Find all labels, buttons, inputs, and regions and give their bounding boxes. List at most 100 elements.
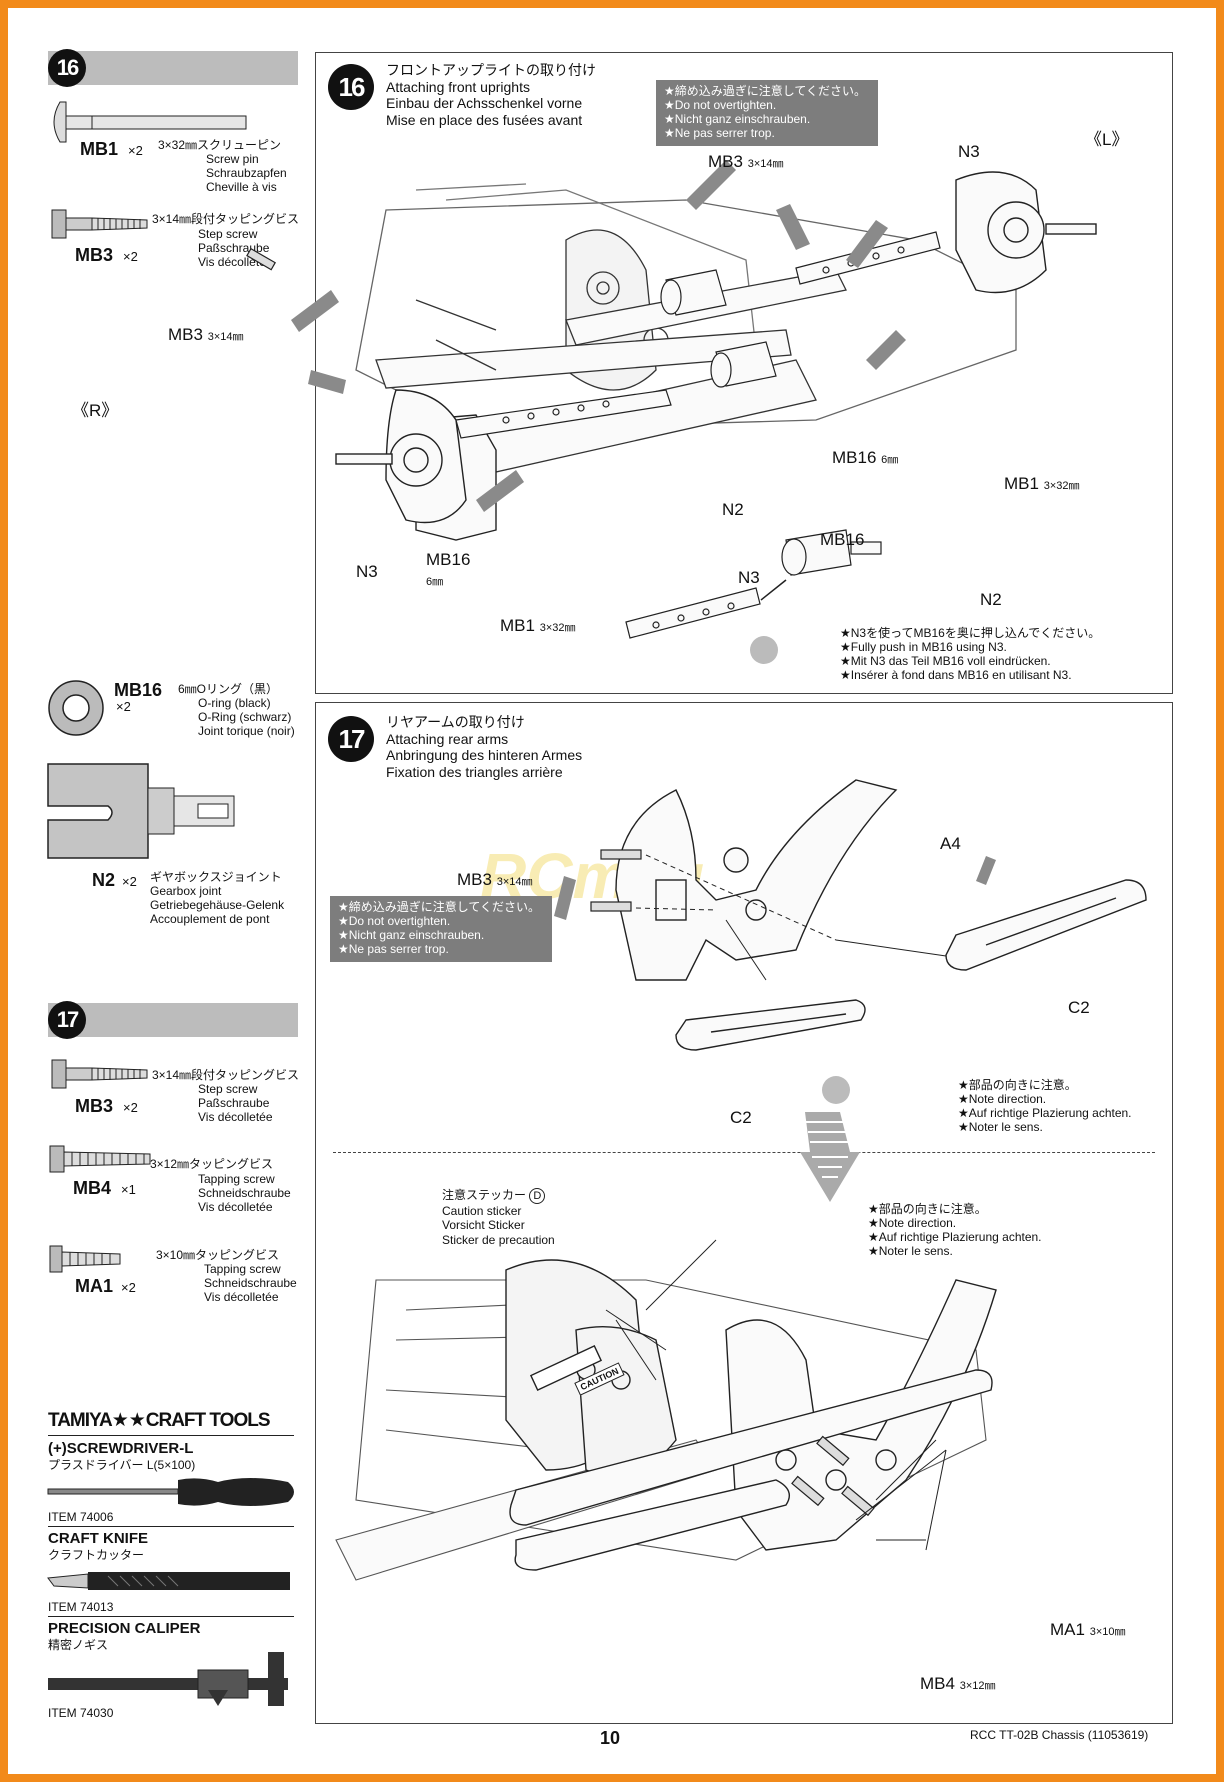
tool-item: ITEM 74006 [48,1510,114,1524]
part-fr: Cheville à vis [206,180,277,194]
step-16-warning: ★締め込み過ぎに注意してください。★Do not overtighten.★Ni… [656,80,878,146]
part-code: MB3 [75,245,114,265]
step-screw-icon [51,1059,148,1089]
label-mb16: MB16 [820,530,865,549]
part-fr: Vis décolletée [198,1200,273,1214]
label-mb16: MB16 6㎜ [832,448,899,467]
model-name: RCC TT-02B Chassis (11053619) [970,1728,1149,1742]
part-qty: ×2 [122,874,137,889]
down-arrow-icon [800,1112,860,1202]
step-17-illustration-bottom [335,1239,997,1581]
tool-name: PRECISION CALIPER [48,1620,201,1637]
part-en: Gearbox joint [150,884,222,898]
part-de: Getriebegehäuse-Gelenk [150,898,285,912]
part-de: Paßschraube [198,1096,270,1110]
label-ma1: MA1 3×10㎜ [1050,1620,1126,1639]
part-code: MB1 [80,139,119,159]
page-number: 10 [600,1728,621,1748]
part-jp: 3×12㎜タッピングビス [150,1157,274,1171]
step-17-direction-note: ★部品の向きに注意。★Note direction.★Auf richtige … [958,1078,1132,1135]
sidebar-16-number: 16 [48,49,86,87]
step-17-illustration-top [554,779,1147,1104]
part-qty: ×2 [121,1280,136,1295]
tool-jp: プラスドライバー L(5×100) [48,1458,196,1472]
label-n2: N2 [722,500,744,519]
step-16-number: 16 [328,64,374,110]
part-de: Schraubzapfen [206,166,287,180]
label-n3: N3 [958,142,980,161]
tool-jp: クラフトカッター [48,1548,145,1562]
part-jp: 3×14㎜段付タッピングビス [152,212,300,226]
tapping-screw-icon [49,1145,151,1173]
part-en: Tapping screw [204,1262,281,1276]
step-17-direction-note: ★部品の向きに注意。★Note direction.★Auf richtige … [868,1202,1042,1259]
part-qty: ×2 [123,1100,138,1115]
part-jp: 3×14㎜段付タッピングビス [152,1068,300,1082]
label-mb3: MB3 3×14㎜ [457,870,533,889]
part-en: O-ring (black) [198,696,271,710]
part-de: Schneidschraube [198,1186,291,1200]
part-en: Screw pin [206,152,259,166]
caliper-icon [48,1652,288,1706]
part-qty: ×2 [116,699,131,714]
part-fr: Vis décolletée [204,1290,279,1304]
sidebar-17-header [48,1003,298,1037]
part-qty: ×1 [121,1182,136,1197]
part-code: MB3 [75,1096,114,1116]
part-de: Schneidschraube [204,1276,297,1290]
step-screw-icon [51,209,148,239]
tool-name: CRAFT KNIFE [48,1530,148,1547]
divider [333,1152,1155,1153]
part-fr: Accouplement de pont [150,912,270,926]
step-17-warning: ★締め込み過ぎに注意してください。★Do not overtighten.★Ni… [330,896,552,962]
part-en: Step screw [198,227,258,241]
label-n3: N3 [738,568,760,587]
label-right-side: 《R》 [72,401,119,420]
tool-name: (+)SCREWDRIVER-L [48,1440,194,1457]
part-jp: 6㎜Oリング（黒） [178,682,279,696]
part-fr: Joint torique (noir) [198,724,295,738]
screw-pin-icon [53,101,247,143]
craft-knife-icon [47,1572,290,1590]
part-qty: ×2 [128,143,143,158]
label-mb1: MB1 3×32㎜ [1004,474,1080,493]
label-c2: C2 [730,1108,752,1127]
part-code: N2 [92,870,116,890]
part-code: MB16 [114,680,163,700]
tools-brand-logo: TAMIYA★★CRAFT TOOLS [48,1410,271,1431]
label-n3: N3 [356,562,378,581]
step-17-panel [315,702,1173,1724]
part-de: O-Ring (schwarz) [198,710,292,724]
tool-item: ITEM 74030 [48,1706,114,1720]
label-n2: N2 [980,590,1002,609]
sidebar-17-number: 17 [48,1001,86,1039]
gearbox-joint-icon [47,763,235,859]
o-ring-icon [48,680,104,736]
part-qty: ×2 [123,249,138,264]
step-16-illustration [246,160,1097,664]
label-mb4: MB4 3×12㎜ [920,1674,996,1693]
part-jp: ギヤボックスジョイント [150,870,282,884]
step-17-number: 17 [328,716,374,762]
step-16-detail-note: ★N3を使ってMB16を奥に押し込んでください。★Fully push in M… [840,626,1101,683]
label-left-side: 《L》 [1085,130,1129,149]
tool-item: ITEM 74013 [48,1600,114,1614]
label-mb3: MB3 3×14㎜ [708,152,784,171]
tool-jp: 精密ノギス [48,1638,109,1652]
part-en: Tapping screw [198,1172,275,1186]
part-jp: 3×32㎜スクリューピン [158,138,282,152]
part-code: MA1 [75,1276,114,1296]
part-jp: 3×10㎜タッピングビス [156,1248,280,1262]
screwdriver-icon [47,1478,294,1506]
part-en: Step screw [198,1082,258,1096]
label-mb3: MB3 3×14㎜ [168,325,244,344]
sidebar-16-header [48,51,298,85]
label-mb1: MB1 3×32㎜ [500,616,576,635]
tapping-screw-icon [49,1245,121,1273]
part-fr: Vis décolletée [198,1110,273,1124]
